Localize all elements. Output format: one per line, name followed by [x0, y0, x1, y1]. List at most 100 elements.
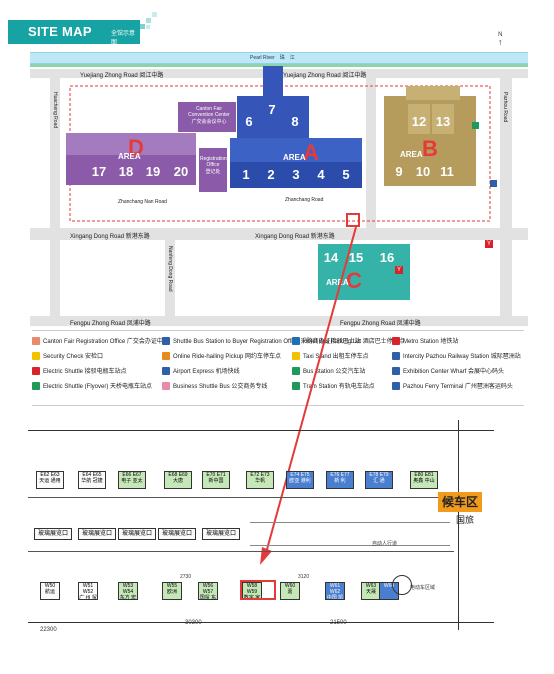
exit-label: 玻璃展览口 [34, 528, 72, 540]
legend-label: Canton Fair Registration Office 广交会办证中心 [43, 339, 169, 345]
area-a-tower [263, 66, 283, 96]
booth-code: W61 W62 [329, 583, 341, 595]
legend-swatch-icon [292, 351, 300, 360]
area-b-top [406, 86, 460, 100]
dimension-3: 21500 [330, 620, 347, 626]
hall-4: 4 [317, 167, 325, 182]
legend-swatch-icon [32, 336, 40, 345]
page-subtitle: 全馆示意图 [111, 31, 136, 46]
area-c-label: AREA [326, 278, 349, 287]
legend-box: Canton Fair Registration Office 广交会办证中心 S… [32, 330, 524, 406]
hall-2: 2 [267, 167, 275, 182]
road-fengpu [30, 316, 528, 326]
moving-walkway-label: 自动人行道 [372, 541, 398, 547]
road-label-left-vertical: Huacheng Road [52, 92, 58, 129]
area-d-label: AREA [118, 152, 141, 161]
parking-icon [490, 180, 497, 187]
road-label-yuejiang-right: Yuejiang Zhong Road 阅江中路 [283, 73, 367, 79]
road-label-xingang-mid: Xingang Dong Road 新港东路 [255, 234, 335, 240]
legend-label: Hotel Bus Parking Lot 酒店巴士停车点 [303, 339, 405, 345]
legend-label: Online Ride-hailing Pickup 网约车停车点 [173, 354, 282, 360]
hall-13: 13 [432, 104, 454, 134]
legend-item: Hotel Bus Parking Lot 酒店巴士停车点 [292, 336, 405, 345]
area-a-label: AREA [283, 153, 306, 162]
hall-15: 15 [348, 250, 364, 265]
booth-name: 中国 凯田 [326, 595, 344, 600]
booth-name: 华航 冠捷 [81, 478, 103, 484]
bus-station-icon [472, 122, 479, 129]
convention-center [178, 102, 236, 132]
booth-name: 华帆 [254, 478, 265, 484]
area-b-label: AREA [400, 150, 423, 159]
booth-code: E62 E63 [40, 472, 60, 478]
legend-swatch-icon [162, 336, 170, 345]
legend-label: Shuttle Bus Station to Buyer Registratio… [173, 339, 361, 345]
legend-label: Pazhou Ferry Terminal 广州琶洲客运码头 [403, 384, 513, 390]
floorplan-wall-top [28, 430, 494, 431]
road-label-yuejiang-left: Yuejiang Zhong Road 阅江中路 [80, 73, 164, 79]
legend-label: Electric Shuttle 接驳电瓶车站点 [43, 369, 127, 375]
area-c [318, 244, 410, 300]
legend-label: Security Check 安检口 [43, 354, 104, 360]
hall-3: 3 [292, 167, 300, 182]
road-label-fengpu-right: Fengpu Zhong Road 凤浦中路 [340, 321, 421, 327]
legend-swatch-icon [32, 351, 40, 360]
hall-16: 16 [379, 250, 395, 265]
legend-swatch-icon [392, 381, 400, 390]
legend-item: Taxi Stand 出租车停车点 [292, 351, 392, 360]
hall-6: 6 [245, 114, 253, 129]
booth-code: W56 W57 [202, 583, 214, 595]
legend-item: Electric Shuttle 接驳电瓶车站点 [32, 366, 162, 375]
road-label-zhanchang-d: Zhanchang Nan Road [118, 199, 167, 205]
page-title: SITE MAP [28, 24, 92, 39]
hall-20: 20 [173, 164, 189, 179]
legend-item: Exhibition Center Wharf 会展中心码头 [392, 366, 524, 375]
legend-swatch-icon [292, 366, 300, 375]
legend-swatch-icon [392, 366, 400, 375]
road-nanfeng [165, 240, 175, 316]
floorplan-divider-2 [28, 551, 454, 552]
legend-swatch-icon [162, 381, 170, 390]
booth-code: E68 E69 [168, 472, 188, 478]
road-left-vertical [50, 78, 60, 316]
dimension-small-2: 3120 [298, 574, 310, 580]
booth-code: E80 E81 [414, 472, 434, 478]
legend-item: Bus Station 公交汽车站 [292, 366, 392, 375]
legend-item: Airport Express 机场快线 [162, 366, 292, 375]
legend-label: Taxi Stand 出租车停车点 [303, 354, 369, 360]
hall-12: 12 [408, 104, 430, 134]
metro-station-icon: Y [485, 240, 493, 248]
hall-7: 7 [268, 102, 276, 117]
highlight-box-map [346, 213, 360, 227]
legend-label: Airport Express 机场快线 [173, 369, 240, 375]
booth-name: 新中国 [208, 478, 224, 484]
registration-building [199, 148, 227, 192]
hall-11: 11 [440, 164, 454, 179]
road-center-vertical [366, 78, 376, 228]
road-right-vertical [500, 78, 512, 326]
booth-code: E76 E77 [330, 472, 350, 478]
hall-5: 5 [342, 167, 350, 182]
legend-swatch-icon [162, 351, 170, 360]
booth-code: E70 E71 [206, 472, 226, 478]
legend-item: Electric Shuttle (Flyover) 天桥电瓶车站点 [32, 381, 162, 390]
booth-name: 欧亚 港利 [289, 478, 311, 484]
area-a-roof [230, 138, 362, 162]
area-a-upper [237, 96, 309, 140]
hall-18: 18 [118, 164, 134, 179]
booth-name: 奥鑫 中山 [413, 478, 435, 484]
exit-label: 玻璃展览口 [202, 528, 240, 540]
legend-swatch-icon [32, 381, 40, 390]
booth-code: W63 [365, 583, 377, 589]
